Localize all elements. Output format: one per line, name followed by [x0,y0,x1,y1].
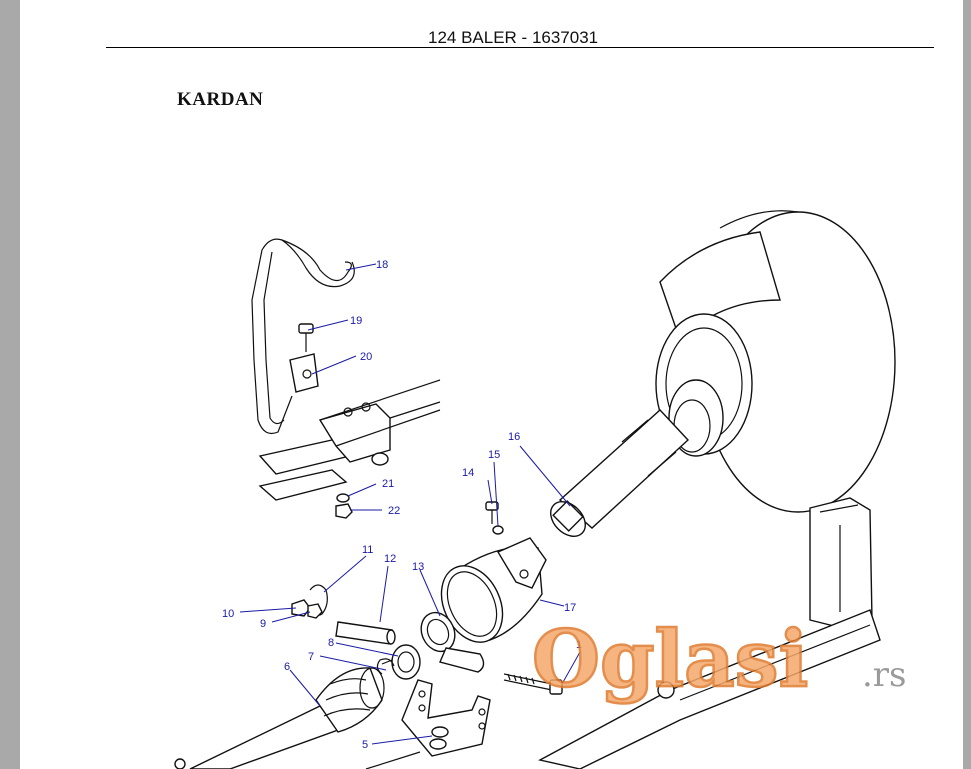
callout-18: 18 [376,259,388,271]
callout-10: 10 [222,608,234,620]
hitch-bracket [258,379,441,501]
callout-8: 8 [328,637,334,649]
exploded-parts-diagram: 1 5 6 7 8 9 10 11 12 13 14 15 16 17 18 1… [174,210,907,769]
shield-cone-part-17 [440,537,547,643]
washer-part-21 [336,493,350,503]
spring-clip-part-18 [251,238,355,435]
callout-19: 19 [350,315,362,327]
header-rule [106,47,934,48]
bearing-housing-part-13 [420,611,485,673]
baler-frame [538,497,881,769]
pto-shaft-part-6 [174,667,385,769]
document-page: 124 BALER - 1637031 KARDAN [20,0,963,769]
flywheel-drum [655,210,896,513]
snap-ring-part-7 [376,658,395,675]
nut-part-10 [291,599,311,617]
bolt-part-1 [503,673,563,695]
watermark-suffix: .rs [862,655,907,695]
callout-14: 14 [462,467,474,479]
left-gutter [0,0,20,769]
callout-5: 5 [362,739,368,751]
callout-1: 1 [576,639,582,651]
bracket-part-5 [365,679,491,769]
right-gutter [963,0,971,769]
watermark-logo: Oglasi .rs [531,613,907,707]
page-header-title: 124 BALER - 1637031 [428,28,599,47]
callout-11: 11 [362,544,373,556]
bolt-part-14 [485,501,499,524]
leader-lines [239,263,581,745]
callout-17: 17 [564,602,576,614]
callout-labels: 1 5 6 7 8 9 10 11 12 13 14 15 16 17 18 1… [222,259,582,751]
callout-6: 6 [284,661,290,673]
section-title: KARDAN [177,89,264,110]
nut-part-9 [307,603,323,619]
washer-part-15 [492,525,504,535]
callout-7: 7 [308,651,314,663]
callout-20: 20 [360,351,372,363]
watermark-brand: Oglasi [532,614,808,705]
callout-15: 15 [488,449,500,461]
callout-16: 16 [508,431,520,443]
callout-13: 13 [412,561,424,573]
nut-part-22 [335,503,353,519]
callout-9: 9 [260,618,266,630]
bolt-part-19 [298,323,314,352]
callout-21: 21 [382,478,394,490]
shaft-part-16 [550,409,689,537]
plate-part-20 [289,353,319,393]
pin-part-12 [335,621,396,645]
bearing-part-8 [381,644,421,680]
callout-22: 22 [388,505,400,517]
callout-12: 12 [384,553,396,565]
